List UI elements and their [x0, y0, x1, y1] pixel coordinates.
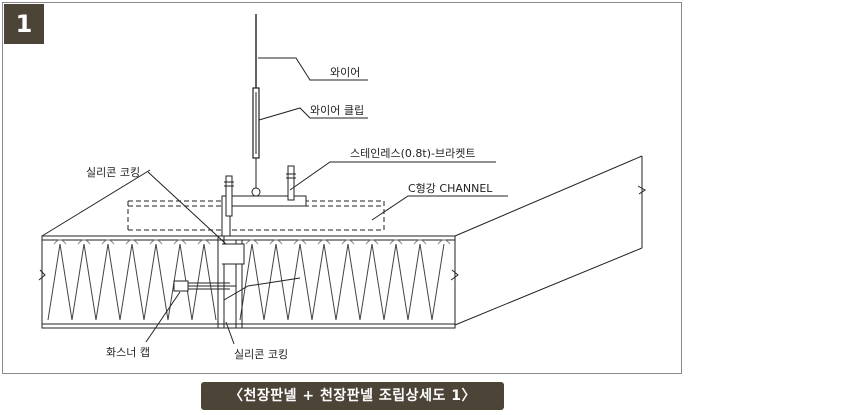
leader-wire-clip — [258, 107, 368, 121]
figure-caption: 〈천장판넬 + 천장판넬 조립상세도 1〉 — [201, 382, 504, 410]
label-fastener-cap: 화스너 캡 — [106, 346, 150, 359]
break-mark-mid — [450, 269, 459, 281]
wire-loop — [251, 187, 261, 197]
left-panel-top-edge — [41, 169, 151, 237]
sandwich-panel — [41, 235, 456, 329]
bolt-right — [287, 165, 295, 201]
label-channel: C형강 CHANNEL — [408, 182, 493, 195]
leader-silicone-bottom — [225, 321, 235, 345]
leader-fastener-cap — [145, 291, 181, 343]
break-mark-left — [38, 269, 46, 281]
leader-channel — [371, 195, 508, 221]
fastener-cap — [173, 280, 189, 292]
right-panel-top-edge — [454, 155, 643, 237]
insulation-loops — [47, 243, 445, 321]
break-mark-right — [637, 185, 646, 195]
label-silicone-bottom: 실리콘 코킹 — [234, 348, 288, 361]
label-bracket: 스테인레스(0.8t)-브라켓트 — [350, 147, 475, 160]
panel-joint — [217, 236, 301, 328]
label-wire: 와이어 — [330, 66, 360, 79]
leader-wire — [258, 57, 368, 81]
bolt-left — [225, 175, 233, 217]
leader-bracket — [289, 161, 496, 191]
leader-silicone-top — [147, 171, 227, 245]
label-wire-clip: 와이어 클립 — [310, 104, 364, 117]
figure-number-badge: 1 — [4, 4, 44, 44]
label-silicone-top: 실리콘 코킹 — [86, 166, 140, 179]
right-panel-bottom-edge — [454, 247, 643, 326]
diagram-frame — [2, 2, 682, 374]
